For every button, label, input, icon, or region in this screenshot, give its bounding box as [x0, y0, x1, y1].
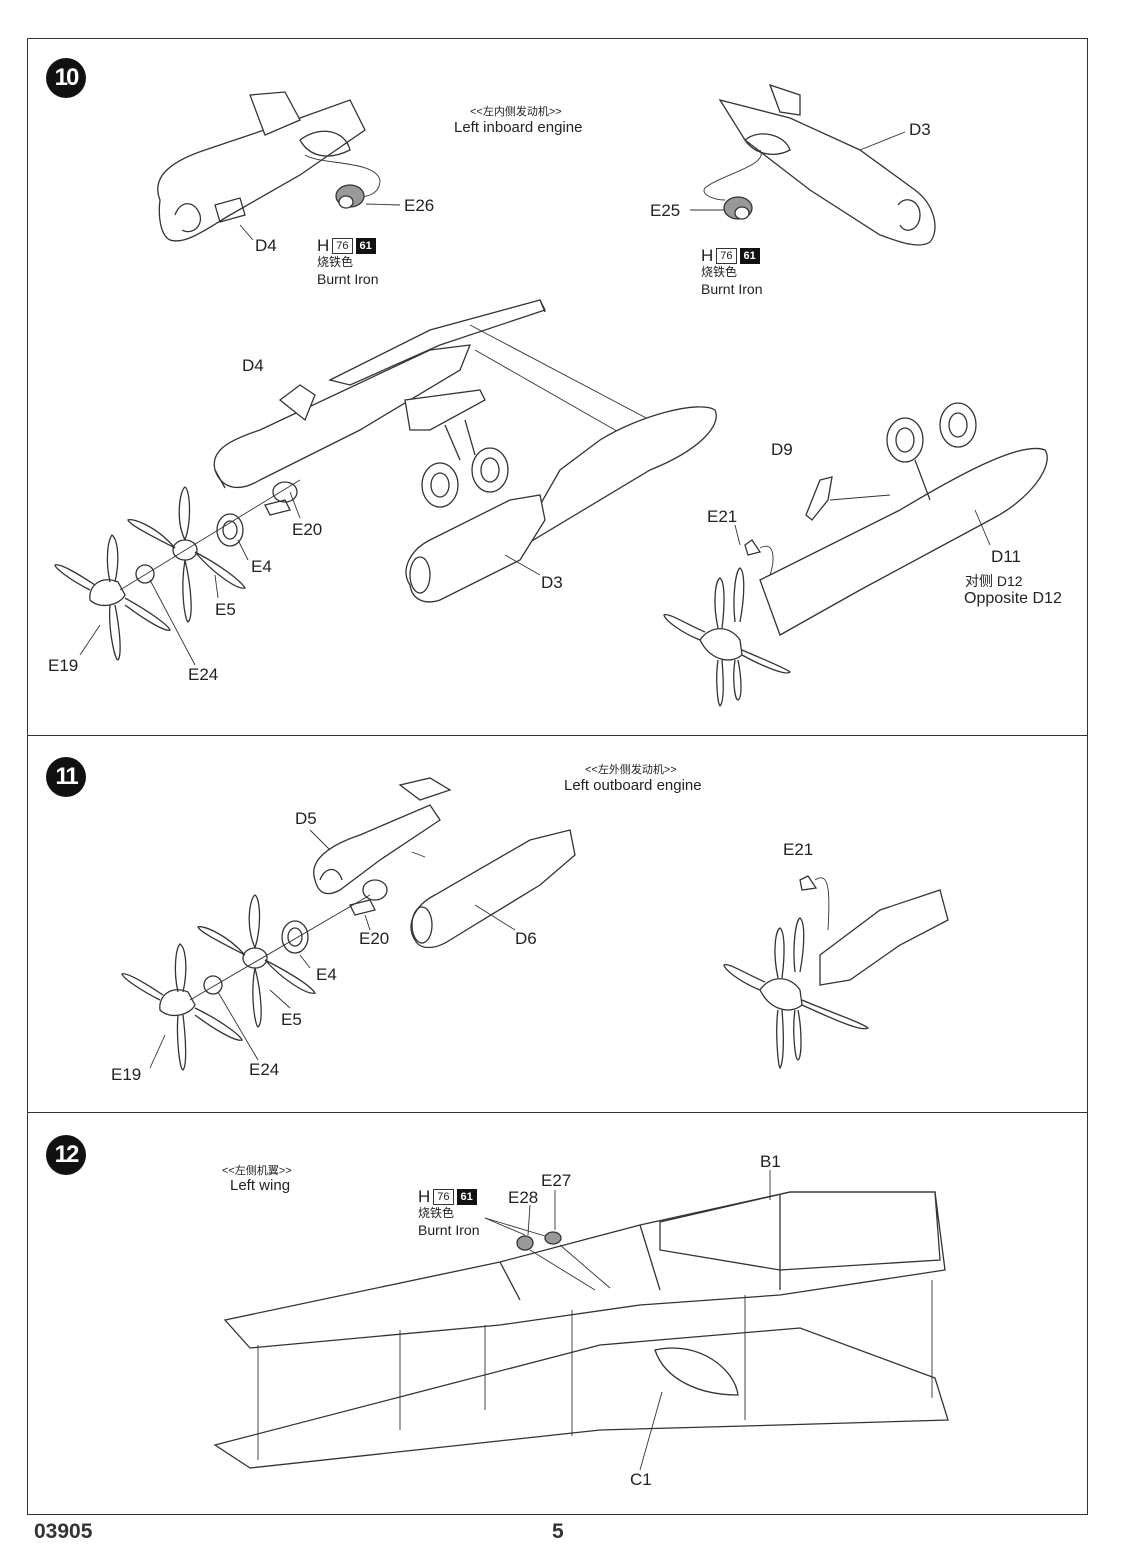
propeller-outboard-assembled: [723, 917, 870, 1070]
part-label: E20: [292, 520, 323, 539]
paint-callout: H 76 61 烧铁色 Burnt Iron: [317, 237, 378, 288]
paint-code: 76: [716, 247, 737, 264]
nacelle-d6: [410, 829, 576, 949]
paint-name-en: Burnt Iron: [317, 271, 379, 287]
paint-code-alt: 61: [456, 1188, 477, 1205]
propeller-e19-step11: [121, 943, 243, 1071]
step-title-cn: <<左侧机翼>>: [222, 1165, 292, 1177]
part-label: E5: [281, 1010, 302, 1029]
part-label: E24: [188, 665, 219, 684]
part-label: E4: [251, 557, 272, 576]
part-label: E24: [249, 1060, 280, 1079]
part-label: D5: [295, 809, 317, 828]
part-label: E20: [359, 929, 390, 948]
part-label: E26: [404, 196, 435, 215]
paint-brand: H: [317, 236, 330, 255]
step-title-cn: <<左外侧发动机>>: [585, 764, 677, 776]
propeller-e19: [54, 534, 171, 661]
part-label: C1: [630, 1470, 652, 1489]
paint-name-en: Burnt Iron: [418, 1222, 480, 1238]
wing-lower-c1: [213, 1327, 949, 1469]
part-label: D9: [771, 440, 793, 459]
step-title-cn: <<左内侧发动机>>: [470, 106, 562, 118]
step-divider: [27, 1112, 1088, 1113]
nacelle-half-d4: [157, 99, 366, 242]
step-title-en: Left inboard engine: [454, 119, 583, 136]
part-label: E19: [48, 656, 79, 675]
step-number: 12: [46, 1135, 86, 1175]
part-label: E4: [316, 965, 337, 984]
part-label: E28: [508, 1188, 539, 1207]
wing-upper-b1: [223, 1191, 946, 1349]
nacelle-half-d5: [313, 804, 441, 895]
step-title-en: Left wing: [230, 1177, 291, 1194]
nacelle-half-d3: [718, 98, 936, 246]
paint-callout: H 76 61 烧铁色 Burnt Iron: [701, 247, 762, 298]
part-label: E21: [783, 840, 814, 859]
paint-code-alt: 61: [739, 247, 760, 264]
engine-assembly-right: [759, 447, 1048, 636]
step-number: 10: [46, 58, 86, 98]
part-label: E25: [650, 201, 681, 220]
part-label: E27: [541, 1171, 572, 1190]
part-label: E5: [215, 600, 236, 619]
part-label: D4: [255, 236, 277, 255]
nacelle-d3: [499, 406, 717, 561]
part-label: B1: [760, 1152, 781, 1171]
part-label: D3: [541, 573, 563, 592]
part-label: D6: [515, 929, 537, 948]
paint-code-alt: 61: [355, 237, 376, 254]
product-code: 03905: [34, 1520, 93, 1543]
page-frame: [27, 38, 1088, 1515]
paint-code: 76: [433, 1188, 454, 1205]
paint-name-cn: 烧铁色: [418, 1206, 455, 1220]
propeller-assembled: [663, 567, 791, 707]
part-label: E21: [707, 507, 738, 526]
engine-assembly-outboard: [819, 889, 949, 986]
step-number: 11: [46, 757, 86, 797]
part-label: Opposite D12: [964, 590, 1062, 607]
paint-name-cn: 烧铁色: [701, 265, 738, 279]
part-label: D4: [242, 356, 264, 375]
paint-callout: H 76 61 烧铁色 Burnt Iron: [418, 1188, 479, 1239]
paint-code: 76: [332, 237, 353, 254]
part-label: D11: [991, 547, 1021, 566]
propeller-e5-step11: [197, 894, 317, 1028]
paint-brand: H: [701, 246, 714, 265]
paint-brand: H: [418, 1187, 431, 1206]
wing-root-d4: [328, 299, 546, 386]
part-label: D3: [909, 120, 931, 139]
page-number: 5: [552, 1520, 564, 1543]
part-label: 对侧 D12: [965, 573, 1023, 589]
paint-name-en: Burnt Iron: [701, 281, 763, 297]
paint-name-cn: 烧铁色: [317, 255, 354, 269]
part-label: E19: [111, 1065, 142, 1084]
step-divider: [27, 735, 1088, 736]
step-title-en: Left outboard engine: [564, 777, 702, 794]
